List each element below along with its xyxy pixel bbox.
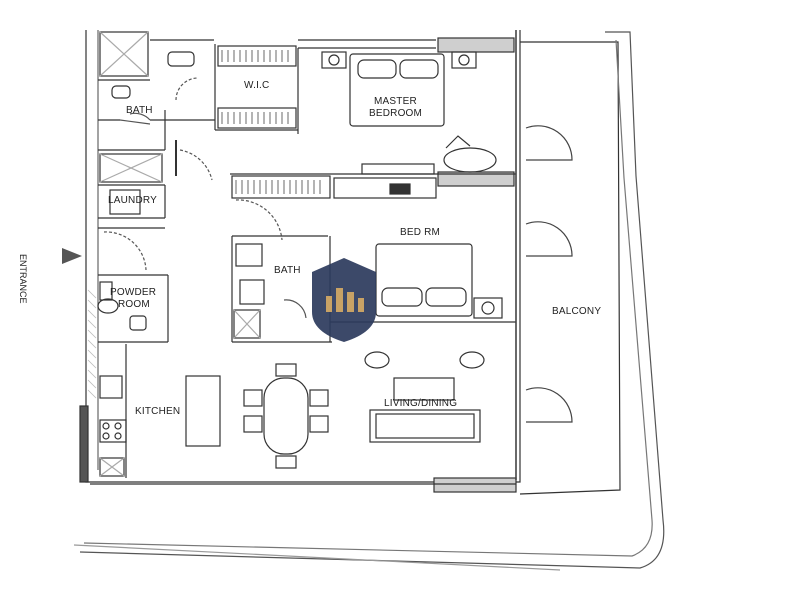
balcony-edge [519, 41, 621, 495]
pillow [425, 287, 467, 307]
door-swing [235, 199, 283, 241]
lamp [458, 54, 470, 66]
room-label-kitchen: KITCHEN [135, 406, 181, 417]
room-label-laundry: LAUNDRY [108, 195, 158, 206]
balcony-door [525, 125, 573, 161]
bath-sink [235, 243, 263, 267]
burner [114, 432, 122, 440]
room-label-bedroom: BED RM [400, 227, 441, 238]
chair [275, 363, 297, 377]
outer-wall [85, 30, 521, 483]
balcony-rail-inner [83, 39, 653, 557]
fridge-mark [99, 457, 125, 477]
nightstand [473, 297, 503, 319]
lamp [328, 54, 340, 66]
chair [309, 389, 329, 407]
master-bed [349, 53, 445, 127]
room-label-balcony: BALCONY [552, 306, 602, 317]
shelf-mark [99, 153, 163, 183]
powder-shelf [99, 281, 113, 301]
wall-hatch [87, 289, 97, 399]
lamp [481, 301, 495, 315]
shower-mark [233, 309, 261, 339]
pendant-light [459, 351, 485, 369]
pendant-light [364, 351, 390, 369]
entrance-arrow-icon [62, 248, 82, 264]
room-label-powder-1: POWDER [110, 287, 157, 298]
shower-mark [99, 31, 149, 77]
sofa-seat [375, 413, 475, 439]
burner [114, 422, 122, 430]
door-swing [119, 112, 151, 125]
sofa [369, 409, 481, 443]
fridge [99, 457, 125, 477]
door-swing [283, 299, 307, 319]
wardrobe-bottom [217, 107, 297, 129]
room-label-master-2: BEDROOM [369, 108, 423, 119]
bath-toilet [239, 279, 265, 305]
burner [102, 432, 110, 440]
room-label-living-dining: LIVING/DINING [384, 398, 458, 409]
balcony-rail-outer [79, 31, 665, 569]
hob [99, 419, 127, 443]
balcony-door [525, 221, 573, 257]
chair [243, 389, 263, 407]
nightstand [321, 51, 347, 69]
tv [389, 183, 411, 195]
site-line [73, 544, 561, 571]
toilet [111, 85, 131, 99]
door-swing [103, 231, 147, 271]
desk [333, 177, 437, 199]
pillow [357, 59, 397, 79]
shelf [361, 163, 435, 175]
armchair-back [445, 135, 471, 149]
kitchen-island [185, 375, 221, 447]
sink [167, 51, 195, 67]
powder-toilet [129, 315, 147, 331]
burner [102, 422, 110, 430]
window-band-bottom [433, 477, 517, 493]
bed [375, 243, 473, 317]
room-label-bath-top: BATH [126, 105, 153, 116]
chair [243, 415, 263, 433]
door-swing [179, 149, 213, 181]
kitchen-sink [99, 375, 123, 399]
bath-shower [233, 309, 261, 339]
brand-shield-logo [312, 258, 376, 342]
nightstand [451, 51, 477, 69]
room-label-master-1: MASTER [374, 96, 417, 107]
shower [99, 31, 149, 77]
window-band-master [437, 37, 515, 53]
wall-segment-left [79, 405, 89, 483]
washer [109, 189, 141, 215]
room-label-powder-2: ROOM [118, 299, 150, 310]
entrance-label: ENTRANCE [18, 254, 28, 304]
room-label-bath-mid: BATH [274, 265, 301, 276]
chair [275, 455, 297, 469]
dining-table [263, 377, 309, 455]
wardrobe-top [217, 45, 297, 67]
pillow [381, 287, 423, 307]
wardrobe-bedroom [231, 175, 331, 199]
room-label-wic: W.I.C [244, 80, 270, 91]
armchair [443, 147, 497, 173]
pillow [399, 59, 439, 79]
balcony-door [525, 387, 573, 423]
door-swing [175, 77, 199, 101]
powder-sink [97, 298, 119, 314]
chair [309, 415, 329, 433]
tv-unit [393, 377, 455, 401]
laundry-shelf [99, 153, 163, 183]
